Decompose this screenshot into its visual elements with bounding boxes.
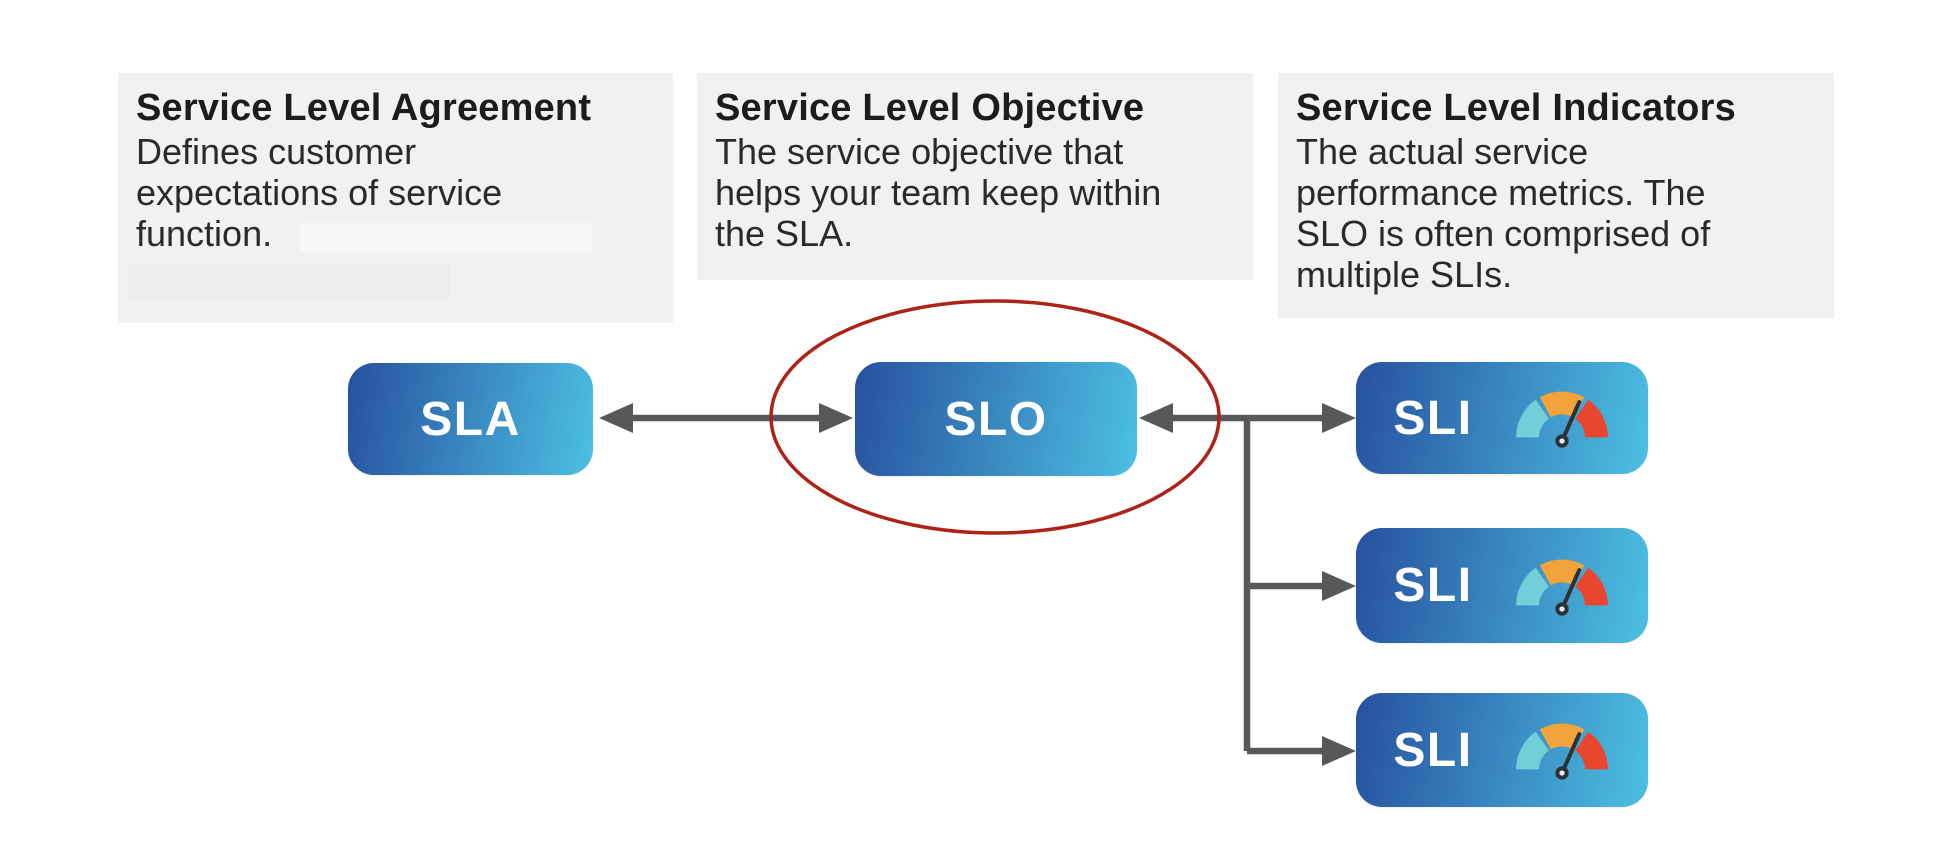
panel-title: Service Level Agreement (136, 87, 592, 129)
panel-body-line: The service objective that (715, 131, 1124, 172)
gauge-segment-orange (1539, 558, 1584, 585)
highlight-ellipse (769, 299, 1221, 535)
gauge-segment-orange (1539, 723, 1584, 750)
panel-body-line: Defines customer (136, 131, 417, 172)
redacted-text-bar (300, 223, 592, 253)
gauge-segment-orange (1539, 391, 1584, 418)
node-sli-3: SLI (1356, 693, 1648, 807)
panel-slo-description: Service Level Objective The service obje… (697, 73, 1253, 280)
gauge-segment-red (1574, 731, 1608, 770)
gauge-pivot-center (1558, 605, 1565, 612)
node-label: SLA (420, 392, 521, 446)
panel-body-line: The actual service (1296, 131, 1589, 172)
panel-title: Service Level Objective (715, 87, 1145, 129)
node-sli-1: SLI (1356, 362, 1648, 474)
panel-body-line: multiple SLIs. (1296, 254, 1513, 295)
panel-sli-description: Service Level Indicators The actual serv… (1278, 73, 1834, 318)
gauge-segment-teal (1515, 399, 1549, 438)
node-sli-2: SLI (1356, 528, 1648, 643)
arrowhead-left-to-sla (599, 403, 633, 433)
node-label: SLO (944, 392, 1048, 446)
panel-sla-description: Service Level Agreement Defines customer… (118, 73, 673, 323)
gauge-segment-teal (1515, 567, 1549, 605)
node-sla: SLA (348, 363, 593, 475)
gauge-icon (1515, 391, 1608, 448)
gauge-icon (1515, 558, 1608, 616)
arrowhead-into-sli-1 (1322, 403, 1356, 433)
node-slo: SLO (855, 362, 1137, 476)
panel-body-line: expectations of service (136, 172, 503, 213)
gauge-segment-red (1574, 567, 1608, 605)
panel-title: Service Level Indicators (1296, 87, 1736, 129)
panel-body-line: performance metrics. The (1296, 172, 1706, 213)
panel-body-line: SLO is often comprised of (1296, 213, 1711, 254)
gauge-pivot-center (1558, 438, 1565, 444)
redacted-text-bar (128, 265, 450, 298)
gauge-needle (1559, 732, 1581, 775)
node-label: SLI (1393, 723, 1473, 777)
arrowhead-right-to-slo (819, 403, 853, 433)
panel-body-line: helps your team keep within (715, 172, 1162, 213)
gauge-pivot-center (1558, 770, 1565, 776)
node-label: SLI (1393, 391, 1473, 445)
panel-body-line: the SLA. (715, 213, 854, 254)
arrowhead-left-into-slo (1139, 403, 1173, 433)
arrowhead-into-sli-2 (1322, 571, 1356, 601)
panel-body-line: function. (136, 213, 273, 254)
gauge-icon (1515, 723, 1608, 780)
arrowhead-into-sli-3 (1322, 736, 1356, 766)
node-label: SLI (1393, 559, 1473, 612)
gauge-needle (1559, 567, 1581, 611)
gauge-segment-red (1574, 399, 1608, 438)
gauge-needle (1559, 400, 1581, 443)
gauge-segment-teal (1515, 731, 1549, 770)
